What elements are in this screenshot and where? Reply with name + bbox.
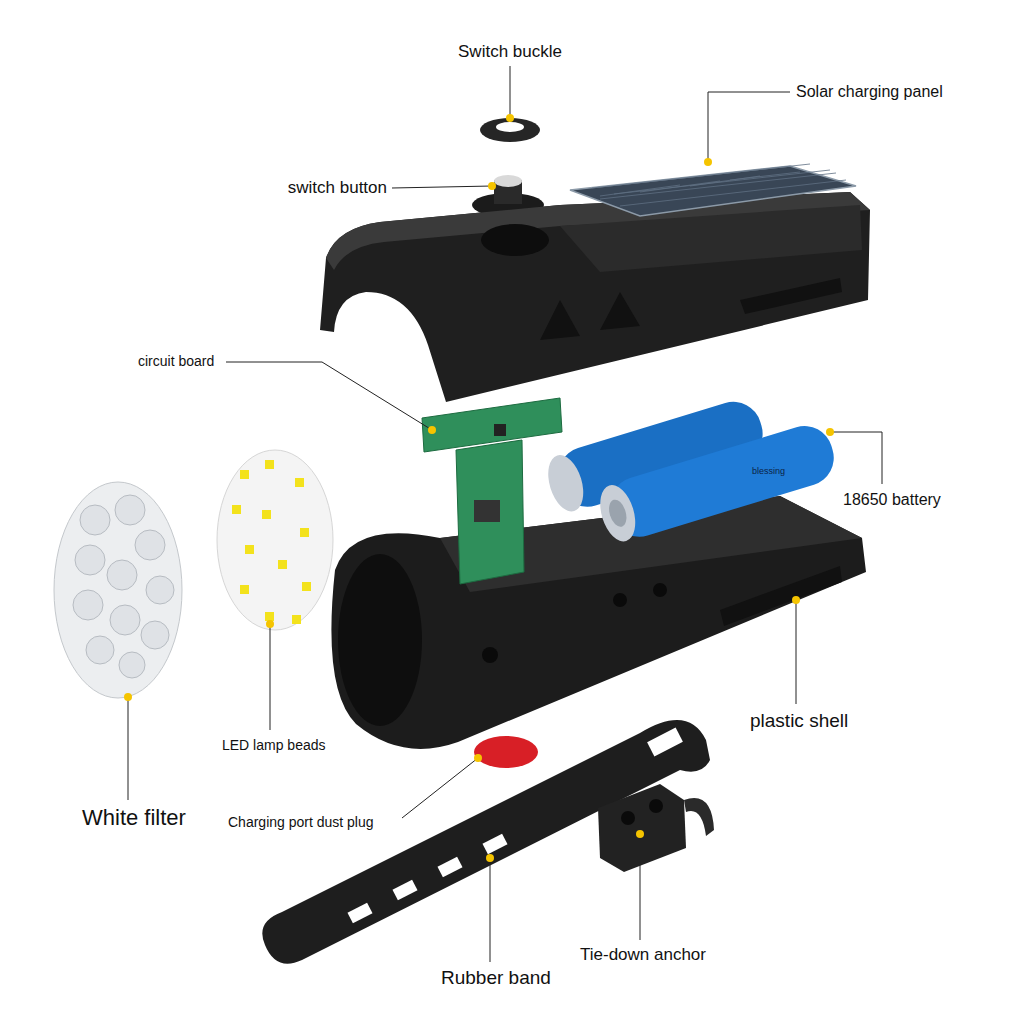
leader-line xyxy=(270,624,271,730)
buckle-hole xyxy=(496,122,524,132)
shell-opening xyxy=(338,554,422,726)
shell-ribs xyxy=(540,278,842,340)
leader-line xyxy=(708,92,790,162)
part-label: plastic shell xyxy=(750,710,848,733)
battery-end xyxy=(542,451,590,516)
white-filter xyxy=(54,482,182,698)
leader-line xyxy=(226,362,432,430)
part-label: switch button xyxy=(288,178,387,198)
solar-panel xyxy=(570,166,856,216)
rubber-band xyxy=(262,720,710,964)
filter-lenses xyxy=(73,495,174,678)
circuit-board xyxy=(422,398,562,452)
leader-line xyxy=(640,834,641,940)
part-label: Solar charging panel xyxy=(796,82,943,101)
board-switch xyxy=(494,424,506,436)
battery xyxy=(594,419,841,547)
part-label: circuit board xyxy=(138,353,214,370)
led-beads xyxy=(232,460,311,624)
part-label: Switch buckle xyxy=(458,42,562,62)
part-label: 18650 battery xyxy=(843,490,941,509)
anchor-hole xyxy=(649,799,663,813)
panel-recess xyxy=(560,205,862,272)
leader-line xyxy=(402,758,478,818)
leader-lines xyxy=(128,66,882,962)
part-label: Charging port dust plug xyxy=(228,814,374,831)
screw-post xyxy=(482,647,498,663)
led-disc xyxy=(217,450,333,630)
part-label: LED lamp beads xyxy=(222,737,326,754)
button-cap xyxy=(494,175,522,187)
battery-terminal xyxy=(606,498,629,529)
leader-line xyxy=(128,697,129,800)
lower-shell xyxy=(331,496,866,749)
dust-plug xyxy=(474,736,538,768)
leader-line xyxy=(490,858,491,962)
leader-line xyxy=(830,432,882,484)
part-label: White filter xyxy=(82,805,186,831)
part-label: Rubber band xyxy=(441,967,551,990)
leader-line xyxy=(796,600,797,704)
shell-grip xyxy=(720,566,842,626)
leader-line xyxy=(510,66,511,118)
anchor-hook xyxy=(684,798,714,836)
leader-line xyxy=(392,186,492,188)
battery-watermark: blessing xyxy=(752,466,785,477)
button-hole xyxy=(481,224,549,256)
board-chip xyxy=(474,500,500,522)
solar-grid xyxy=(592,164,846,206)
part-label: Tie-down anchor xyxy=(580,945,706,965)
upper-shell xyxy=(320,192,870,402)
leader-dots xyxy=(124,114,834,862)
battery-body xyxy=(603,419,840,544)
anchor-hole xyxy=(621,811,635,825)
circuit-board xyxy=(456,440,524,584)
tie-down-anchor xyxy=(598,784,686,872)
screw-post xyxy=(613,593,627,607)
screw-post xyxy=(653,583,667,597)
battery-end xyxy=(594,481,642,546)
